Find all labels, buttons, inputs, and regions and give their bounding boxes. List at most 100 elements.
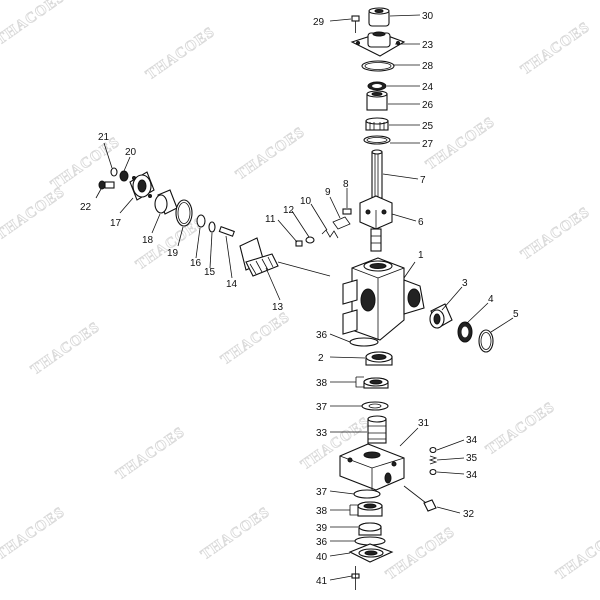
part-22-fitting	[98, 180, 115, 190]
label-part-32: 32	[463, 509, 475, 520]
part-23-cover-plate	[350, 31, 406, 57]
part-29-bolt	[351, 15, 360, 33]
part-1-valve-body	[342, 257, 425, 341]
label-part-22: 22	[80, 202, 92, 213]
part-30-cap	[368, 7, 390, 27]
label-part-27: 27	[422, 139, 434, 150]
label-part-12: 12	[283, 205, 295, 216]
label-part-8: 8	[343, 179, 349, 190]
part-2-bearing	[365, 351, 393, 366]
part-37-washer-lower	[353, 489, 381, 499]
label-part-24: 24	[422, 82, 434, 93]
label-part-6: 6	[418, 217, 424, 228]
part-14-screw	[218, 226, 235, 237]
part-9-clip	[332, 216, 351, 230]
part-25-bearing	[365, 117, 389, 131]
watermark: THACOES	[0, 184, 68, 243]
watermark: THACOES	[483, 399, 558, 458]
part-12-washer	[305, 236, 315, 244]
watermark: THACOES	[518, 19, 593, 78]
label-part-33: 33	[316, 428, 328, 439]
part-labels: 1 2 3 4 5 6 7 8 9 10 11 12 13 14 15 16 1…	[80, 11, 519, 587]
label-part-2: 2	[318, 353, 324, 364]
label-part-38-upper: 38	[316, 378, 328, 389]
label-part-36-upper: 36	[316, 330, 328, 341]
part-32-plug	[403, 485, 437, 512]
part-11-bolt	[295, 240, 303, 247]
part-3-bushing	[429, 303, 453, 329]
part-34-35-check-parts	[428, 446, 438, 476]
label-part-41: 41	[316, 576, 328, 587]
part-39-bearing	[358, 522, 382, 536]
label-part-29: 29	[313, 17, 325, 28]
label-part-39: 39	[316, 523, 328, 534]
part-36-o-ring-upper	[349, 337, 379, 347]
label-part-34-lower: 34	[466, 470, 478, 481]
watermark: THACOES	[0, 504, 68, 563]
part-20-seal	[119, 170, 129, 182]
part-26-bushing	[366, 90, 388, 111]
part-33-spool	[367, 415, 387, 444]
label-part-9: 9	[325, 187, 331, 198]
watermark: THACOES	[383, 524, 458, 583]
label-part-30: 30	[422, 11, 434, 22]
label-part-28: 28	[422, 61, 434, 72]
label-part-35: 35	[466, 453, 478, 464]
watermark: THACOES	[198, 504, 273, 563]
label-part-20: 20	[125, 147, 137, 158]
label-part-31: 31	[418, 418, 430, 429]
watermark: THACOES	[423, 114, 498, 173]
part-31-lower-housing	[339, 443, 405, 491]
part-38-spacer-lower	[357, 501, 383, 517]
part-17-side-cover	[129, 171, 155, 201]
part-15-ring	[208, 221, 216, 233]
part-28-o-ring	[361, 60, 395, 72]
watermark-layer: THACOES THACOES THACOES THACOES THACOES …	[0, 0, 600, 584]
part-7-spline-shaft	[371, 149, 383, 199]
label-part-19: 19	[167, 248, 179, 259]
label-part-34-upper: 34	[466, 435, 478, 446]
label-part-38-lower: 38	[316, 506, 328, 517]
part-13-pinion-shaft	[239, 237, 331, 277]
part-41-bolt	[351, 566, 360, 590]
label-part-4: 4	[488, 294, 494, 305]
part-8-pin	[342, 208, 352, 215]
part-16-washer	[196, 214, 206, 228]
part-37-washer-upper	[361, 401, 389, 411]
leader-lines	[95, 14, 514, 581]
label-part-11: 11	[265, 214, 276, 225]
label-part-7: 7	[420, 175, 426, 186]
label-part-10: 10	[300, 196, 312, 207]
watermark: THACOES	[143, 24, 218, 83]
label-part-3: 3	[462, 278, 468, 289]
part-21-ring	[110, 167, 118, 177]
label-part-1: 1	[418, 250, 424, 261]
part-27-snap-ring	[363, 135, 391, 145]
label-part-15: 15	[204, 267, 216, 278]
watermark: THACOES	[0, 0, 68, 48]
label-part-13: 13	[272, 302, 284, 313]
part-40-end-cover	[348, 543, 394, 563]
label-part-37-upper: 37	[316, 402, 328, 413]
watermark: THACOES	[113, 424, 188, 483]
label-part-21: 21	[98, 132, 110, 143]
label-part-26: 26	[422, 100, 434, 111]
part-24-seal	[367, 81, 387, 91]
part-5-snap-ring	[478, 329, 494, 353]
label-part-18: 18	[142, 235, 154, 246]
watermark: THACOES	[28, 319, 103, 378]
label-part-37-lower: 37	[316, 487, 328, 498]
label-part-14: 14	[226, 279, 238, 290]
label-part-16: 16	[190, 258, 202, 269]
label-part-25: 25	[422, 121, 434, 132]
part-10-spring	[321, 229, 339, 239]
label-part-36-lower: 36	[316, 537, 328, 548]
watermark: THACOES	[553, 524, 600, 583]
part-4-seal	[457, 321, 473, 343]
watermark: THACOES	[518, 204, 593, 263]
label-part-23: 23	[422, 40, 434, 51]
part-6-sector-block	[359, 195, 393, 252]
part-38-spacer-upper	[363, 377, 389, 389]
label-part-5: 5	[513, 309, 519, 320]
